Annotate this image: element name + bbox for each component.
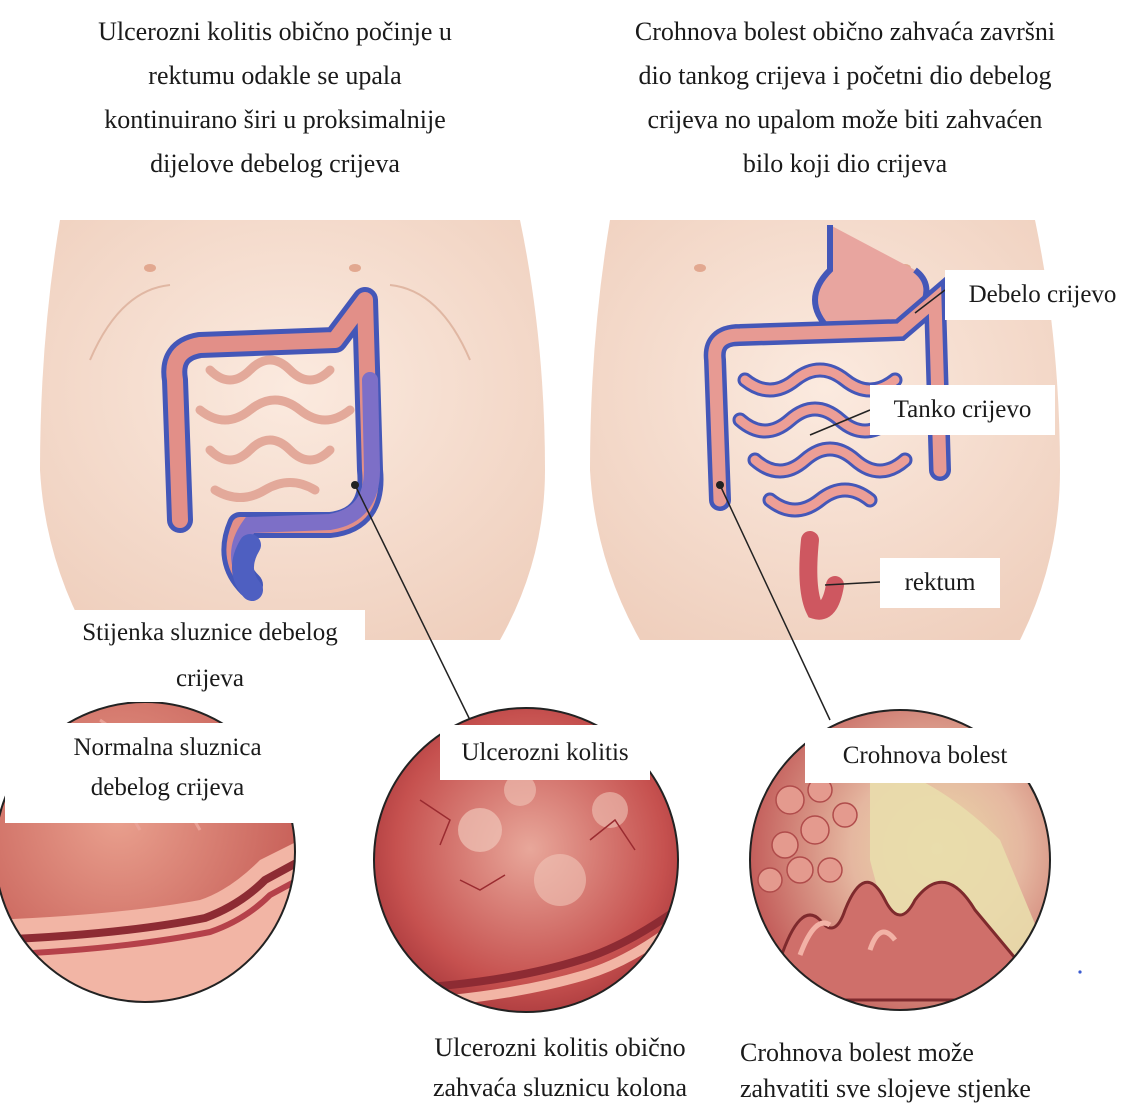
- label-crohnova-bolest: Crohnova bolest: [805, 728, 1045, 783]
- blue-dot: [1078, 970, 1081, 973]
- label-ulcerozni-kolitis: Ulcerozni kolitis: [440, 725, 650, 780]
- caption-cd: Crohnova bolest može zahvatiti sve sloje…: [740, 1035, 1100, 1107]
- right-heading: Crohnova bolest obično zahvaća završni d…: [565, 10, 1125, 186]
- caption-uc: Ulcerozni kolitis obično zahvaća sluznic…: [395, 1028, 725, 1108]
- left-heading: Ulcerozni kolitis obično počinje u rektu…: [20, 10, 530, 186]
- label-stijenka: Stijenka sluznice debelog crijeva: [55, 610, 365, 702]
- label-tanko-crijevo: Tanko crijevo: [870, 385, 1055, 435]
- label-normalna-sluznica: Normalna sluznica debelog crijeva: [5, 723, 330, 823]
- label-debelo-crijevo: Debelo crijevo: [945, 270, 1140, 320]
- label-rektum: rektum: [880, 558, 1000, 608]
